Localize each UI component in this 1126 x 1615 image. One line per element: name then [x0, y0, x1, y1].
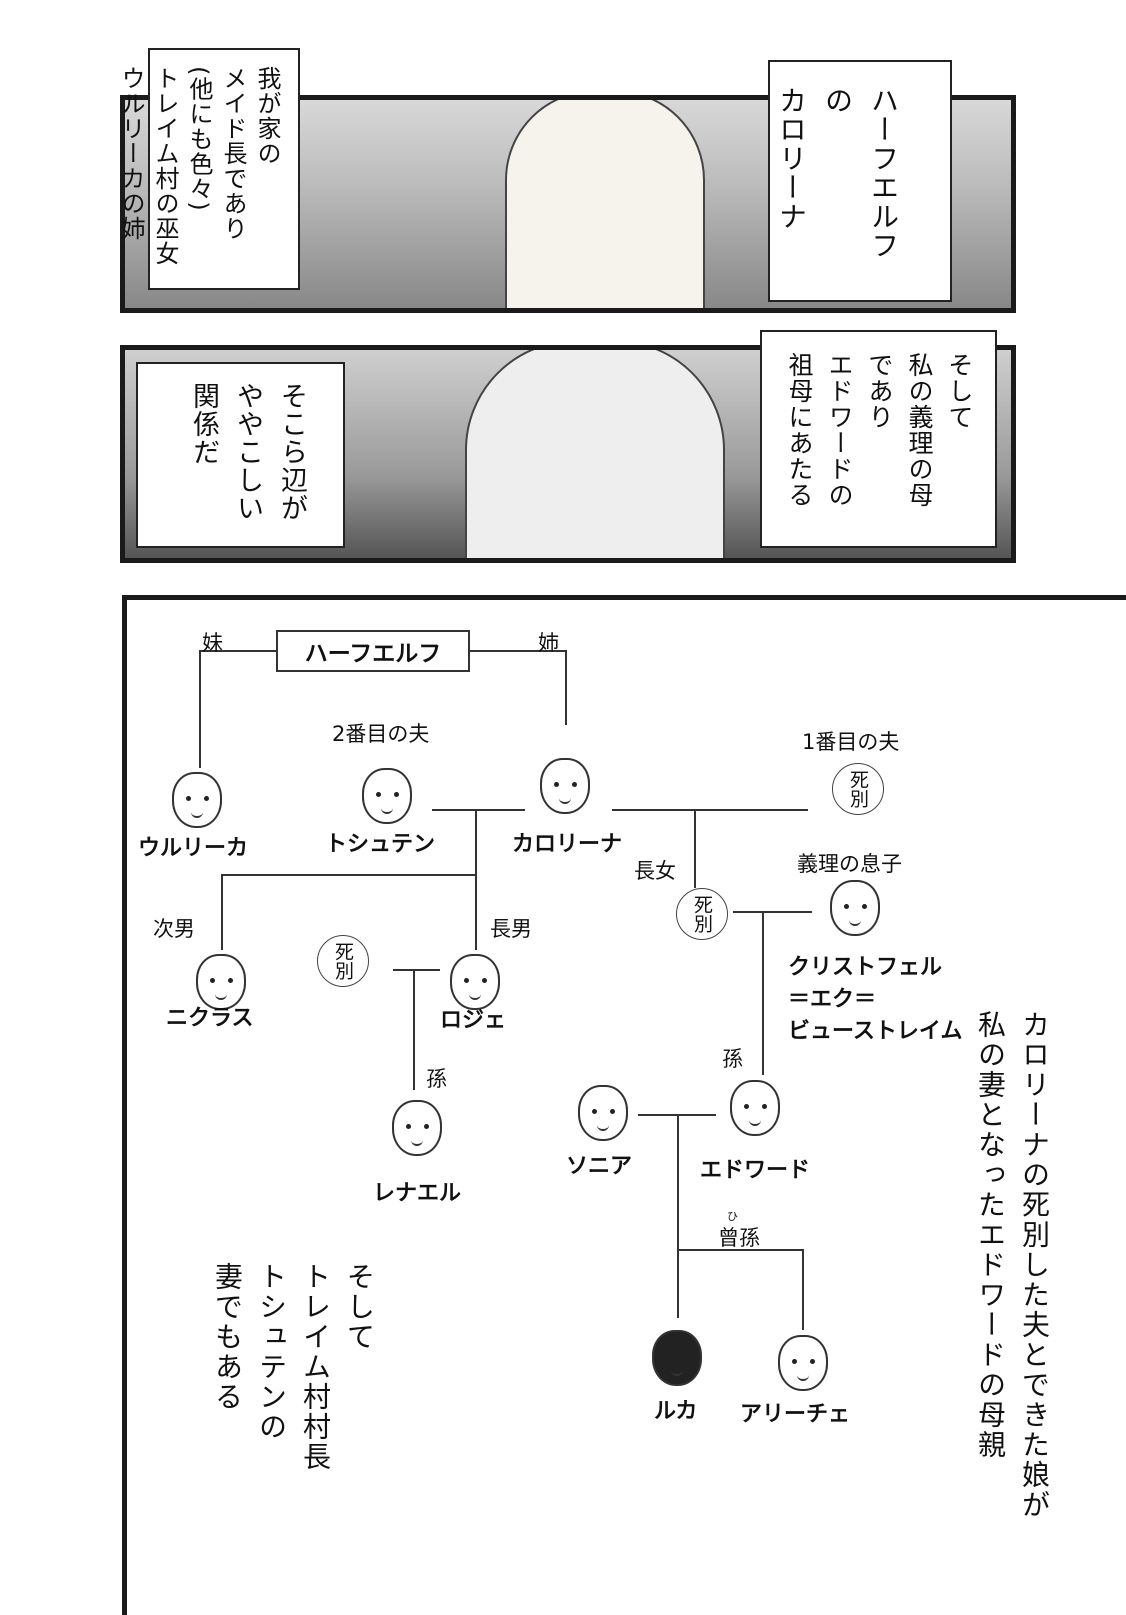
- narration-left: そして トレイム村村長 トシュテンの 妻でもある: [205, 1262, 381, 1502]
- name-sonia: ソニア: [566, 1154, 633, 1179]
- caption-line: ウルリーカの姉: [117, 66, 145, 241]
- kristofel-figure: [465, 350, 725, 558]
- label-grandchild: 孫: [426, 1067, 447, 1091]
- name-ulrika: ウルリーカ: [138, 836, 249, 861]
- narration-line: そして: [343, 1262, 376, 1352]
- narration-line: 妻でもある: [211, 1262, 244, 1412]
- deceased-eldest-daughter: 死別: [676, 888, 728, 940]
- deceased-roje-wife: 死別: [317, 935, 369, 987]
- edward-face: [730, 1080, 780, 1136]
- name-karolina: カロリーナ: [512, 832, 623, 857]
- caption-complicated: そこら辺が ややこしい 関係だ: [136, 362, 345, 548]
- karolina-figure: [505, 100, 705, 308]
- label-grandchild: 孫: [722, 1047, 743, 1071]
- caption-half-elf: ハーフエルフの カロリーナ: [768, 60, 952, 302]
- label-eldest-son: 長男: [490, 917, 532, 941]
- name-ariche: アリーチェ: [740, 1402, 851, 1427]
- narration-line: トレイム村村長: [299, 1262, 332, 1472]
- caption-maid-head: 我が家の メイド長であり (他にも色々) トレイム村の巫女 ウルリーカの姉: [117, 48, 300, 290]
- luka-face: [652, 1330, 702, 1386]
- narration-line: トシュテンの: [255, 1262, 288, 1442]
- sonia-face: [578, 1085, 628, 1141]
- caption-line: エドワードの: [825, 352, 854, 508]
- roje-face: [450, 954, 500, 1010]
- narration-right: カロリーナの死別した夫とできた娘が 私の妻となったエドワードの母親: [968, 1010, 1056, 1530]
- name-line: クリストフェル: [788, 955, 943, 980]
- niklas-face: [196, 954, 246, 1010]
- ariche-face: [778, 1335, 828, 1391]
- toshuten-face: [362, 768, 412, 824]
- caption-line: トレイム村の巫女: [151, 66, 179, 266]
- renael-face: [392, 1100, 442, 1156]
- label-younger-sister: 妹: [202, 631, 223, 655]
- karolina-face: [540, 758, 590, 814]
- name-kristofel: クリストフェル ＝エク＝ ビューストレイム: [788, 952, 962, 1048]
- caption-line: そして: [945, 352, 974, 430]
- name-roje: ロジェ: [440, 1008, 507, 1033]
- caption-line: そこら辺が: [276, 382, 307, 522]
- name-line: ＝エク＝: [788, 987, 877, 1012]
- caption-line: (他にも色々): [185, 66, 213, 212]
- label-son-in-law: 義理の息子: [797, 852, 902, 876]
- caption-line: 私の義理の母: [905, 352, 934, 508]
- root-half-elf: ハーフエルフ: [276, 630, 470, 672]
- caption-line: メイド長であり: [219, 66, 247, 241]
- ulrika-face: [172, 772, 222, 828]
- caption-line: 関係だ: [188, 382, 219, 466]
- name-renael: レナエル: [373, 1181, 462, 1206]
- caption-line: 祖母にあたる: [785, 352, 814, 508]
- kristofel-face: [830, 880, 880, 936]
- caption-line: ややこしい: [232, 382, 263, 522]
- narration-line: 私の妻となったエドワードの母親: [974, 1010, 1007, 1460]
- label-eldest-daughter: 長女: [634, 859, 676, 883]
- label-older-sister: 姉: [538, 631, 559, 655]
- name-luka: ルカ: [654, 1399, 698, 1424]
- narration-line: カロリーナの死別した夫とできた娘が: [1018, 1010, 1051, 1520]
- caption-line: カロリーナ: [775, 86, 808, 231]
- caption-line: 我が家の: [253, 66, 281, 166]
- name-niklas: ニクラス: [166, 1006, 254, 1031]
- caption-line: であり: [865, 352, 894, 430]
- caption-mother-in-law: そして 私の義理の母 であり エドワードの 祖母にあたる: [760, 330, 997, 548]
- label-great-grandchild: 曾孫: [718, 1226, 760, 1250]
- deceased-first-husband: 死別: [832, 763, 884, 815]
- label-first-husband: 1番目の夫: [802, 730, 900, 754]
- caption-line: ハーフエルフの: [821, 86, 900, 260]
- name-line: ビューストレイム: [788, 1019, 963, 1044]
- name-edward: エドワード: [700, 1158, 811, 1183]
- label-second-husband: 2番目の夫: [332, 722, 430, 746]
- label-second-son: 次男: [153, 917, 195, 941]
- label-ruby: ひ: [727, 1210, 738, 1223]
- name-toshuten: トシュテン: [325, 832, 436, 857]
